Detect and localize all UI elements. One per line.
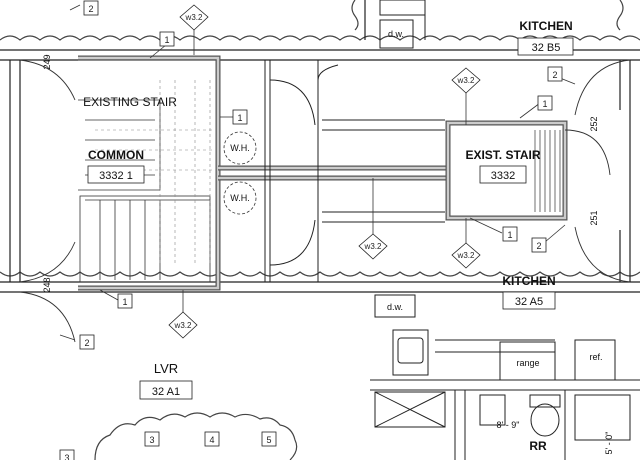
svg-text:1: 1 bbox=[507, 230, 512, 240]
revision-cloud-middle bbox=[0, 271, 640, 277]
tag-diamond: w3.2 bbox=[168, 311, 198, 339]
svg-text:2: 2 bbox=[552, 70, 557, 80]
tag-box: 2 bbox=[547, 66, 563, 82]
dimension-249: 249 bbox=[42, 54, 52, 69]
fixture-ref: ref. bbox=[589, 352, 602, 362]
svg-text:1: 1 bbox=[542, 99, 547, 109]
room-number-common: 3332 1 bbox=[99, 170, 133, 182]
svg-text:w3.2: w3.2 bbox=[364, 242, 382, 251]
room-name-rr: RR bbox=[529, 439, 547, 453]
doors bbox=[19, 59, 631, 343]
room-number-kitchen-mid: 32 A5 bbox=[515, 296, 543, 308]
tag-box: 1 bbox=[159, 31, 175, 47]
tag-box: 1 bbox=[232, 109, 248, 125]
dimension-248: 248 bbox=[42, 277, 52, 292]
tag-box: 2 bbox=[83, 0, 99, 16]
tag-box: 4 bbox=[204, 431, 220, 447]
dimension-252: 252 bbox=[589, 116, 599, 131]
svg-text:w3.2: w3.2 bbox=[457, 76, 475, 85]
room-name-existing-stair: EXISTING STAIR bbox=[83, 95, 177, 109]
room-name-common: COMMON bbox=[88, 148, 144, 162]
room-number-exist-stair: 3332 bbox=[491, 170, 515, 182]
revision-cloud-bottom bbox=[94, 412, 298, 460]
svg-text:2: 2 bbox=[88, 4, 93, 14]
tag-diamond: w3.2 bbox=[179, 4, 209, 31]
tag-box: 3 bbox=[59, 449, 75, 460]
tag-box: 1 bbox=[117, 293, 133, 309]
water-heater-lower bbox=[223, 181, 257, 215]
dimension-251: 251 bbox=[589, 210, 599, 225]
corridor bbox=[218, 60, 450, 282]
svg-text:5: 5 bbox=[266, 435, 271, 445]
tag-diamond: w3.2 bbox=[451, 67, 481, 94]
tag-box: 2 bbox=[79, 334, 95, 350]
room-number-box bbox=[139, 380, 193, 400]
room-number-box bbox=[87, 165, 145, 184]
svg-text:1: 1 bbox=[237, 113, 242, 123]
dimension-5-0: 5' - 0" bbox=[604, 432, 614, 455]
svg-text:w3.2: w3.2 bbox=[457, 251, 475, 260]
svg-text:w3.2: w3.2 bbox=[174, 321, 192, 330]
svg-text:4: 4 bbox=[209, 435, 214, 445]
fixture-wh-lower: W.H. bbox=[230, 193, 250, 203]
room-number-box bbox=[479, 165, 527, 184]
tag-box: 1 bbox=[537, 95, 553, 111]
existing-stair-right bbox=[445, 120, 568, 221]
fixture-wh-upper: W.H. bbox=[230, 143, 250, 153]
dimension-8-9: 8' - 9" bbox=[497, 420, 520, 430]
kitchen-top-fixtures bbox=[379, 0, 426, 49]
room-number-kitchen-top: 32 B5 bbox=[532, 42, 561, 54]
room-name-kitchen-top: KITCHEN bbox=[519, 19, 572, 33]
tag-diamond: w3.2 bbox=[451, 242, 481, 269]
fixture-range: range bbox=[516, 358, 539, 368]
kitchen-mid-fixtures bbox=[370, 294, 640, 460]
revision-cloud-top bbox=[0, 0, 640, 41]
existing-stair-left bbox=[78, 55, 221, 291]
fixture-dw-top: d.w. bbox=[388, 29, 404, 39]
tag-box: 1 bbox=[502, 226, 518, 242]
svg-text:3: 3 bbox=[149, 435, 154, 445]
tag-diamond: w3.2 bbox=[358, 233, 388, 260]
svg-text:w3.2: w3.2 bbox=[185, 13, 203, 22]
room-name-lvr: LVR bbox=[154, 361, 178, 376]
room-number-box bbox=[517, 37, 574, 56]
svg-text:2: 2 bbox=[536, 241, 541, 251]
room-name-kitchen-mid: KITCHEN bbox=[502, 274, 555, 288]
tag-box: 3 bbox=[144, 431, 160, 447]
svg-text:1: 1 bbox=[122, 297, 127, 307]
room-number-box bbox=[502, 291, 556, 310]
svg-text:2: 2 bbox=[84, 338, 89, 348]
tag-box: 2 bbox=[531, 237, 547, 253]
room-number-lvr: 32 A1 bbox=[152, 386, 180, 398]
svg-text:1: 1 bbox=[164, 35, 169, 45]
fixture-dw-mid: d.w. bbox=[387, 302, 403, 312]
svg-text:3: 3 bbox=[64, 453, 69, 460]
water-heater-upper bbox=[223, 131, 257, 165]
room-name-exist-stair: EXIST. STAIR bbox=[465, 148, 540, 162]
tag-box: 5 bbox=[261, 431, 277, 447]
